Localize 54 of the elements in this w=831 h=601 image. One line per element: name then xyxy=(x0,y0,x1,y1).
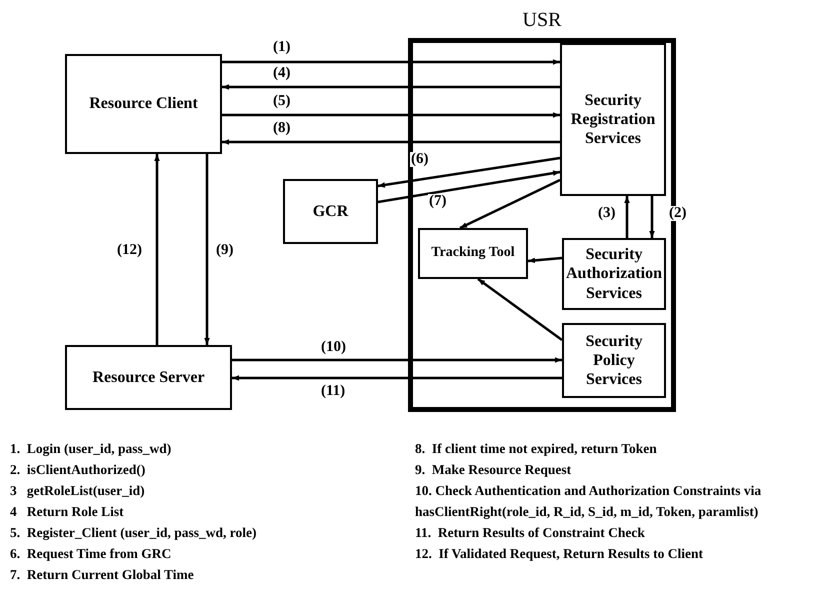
edge-label: (4) xyxy=(272,66,292,81)
group-title: USR xyxy=(522,9,562,32)
legend-note: 3 getRoleList(user_id) xyxy=(10,482,146,500)
process-box xyxy=(562,238,666,310)
edge-label: (2) xyxy=(668,206,688,221)
legend-note: 12. If Validated Request, Return Results to Client xyxy=(415,545,704,563)
arrow xyxy=(649,196,655,238)
process-box xyxy=(65,54,222,154)
arrow xyxy=(624,196,630,238)
legend-note: 4 Return Role List xyxy=(10,503,125,521)
node-label: Tracking Tool xyxy=(430,245,516,262)
process-box xyxy=(65,345,232,410)
legend-note: 6. Request Time from GRC xyxy=(10,545,172,563)
edge-label: (11) xyxy=(320,384,346,399)
edge-label: (12) xyxy=(116,243,143,258)
edge-label: (9) xyxy=(215,243,234,258)
node-label: Resource Client xyxy=(88,94,199,114)
arrow xyxy=(378,156,560,188)
edge-label: (5) xyxy=(272,94,292,109)
legend-note: 10. Check Authentication and Authorization Constraints via hasClientRight(role_id, R_id, S_id, m_id, Token, paramlist) xyxy=(415,482,762,521)
process-box xyxy=(562,323,666,398)
arrow xyxy=(222,59,560,65)
node-label: Resource Server xyxy=(91,368,206,388)
arrow xyxy=(222,112,560,118)
arrow xyxy=(232,375,562,381)
arrow xyxy=(459,178,561,230)
node-label: Security Registration Services xyxy=(570,90,656,148)
edge-label: (8) xyxy=(272,121,292,136)
arrow xyxy=(154,154,160,345)
legend-note: 1. Login (user_id, pass_wd) xyxy=(10,440,172,458)
arrow xyxy=(232,357,562,363)
arrow xyxy=(528,256,562,264)
node-label: GCR xyxy=(312,202,350,222)
edge-label: (1) xyxy=(272,40,292,55)
node-label: Security Authorization Services xyxy=(565,245,663,303)
legend-note: 5. Register_Client (user_id, pass_wd, role) xyxy=(10,524,258,542)
node-label: Security Policy Services xyxy=(584,332,644,390)
legend-note: 11. Return Results of Constraint Check xyxy=(415,524,646,542)
edge-label: (3) xyxy=(597,206,616,221)
process-box xyxy=(560,43,666,196)
edge-label: (6) xyxy=(410,152,430,167)
arrow xyxy=(222,84,560,90)
process-box xyxy=(283,179,378,244)
arrow xyxy=(222,139,560,145)
arrow xyxy=(378,170,560,204)
edge-label: (10) xyxy=(320,340,347,355)
legend-note: 7. Return Current Global Time xyxy=(10,566,195,584)
legend-note: 9. Make Resource Request xyxy=(415,461,572,479)
edge-label: (7) xyxy=(428,194,448,209)
arrow xyxy=(204,154,210,345)
arrow xyxy=(477,278,563,342)
process-box xyxy=(418,228,528,279)
legend-note: 8. If client time not expired, return Token xyxy=(415,440,658,458)
legend-note: 2. isClientAuthorized() xyxy=(10,461,146,479)
